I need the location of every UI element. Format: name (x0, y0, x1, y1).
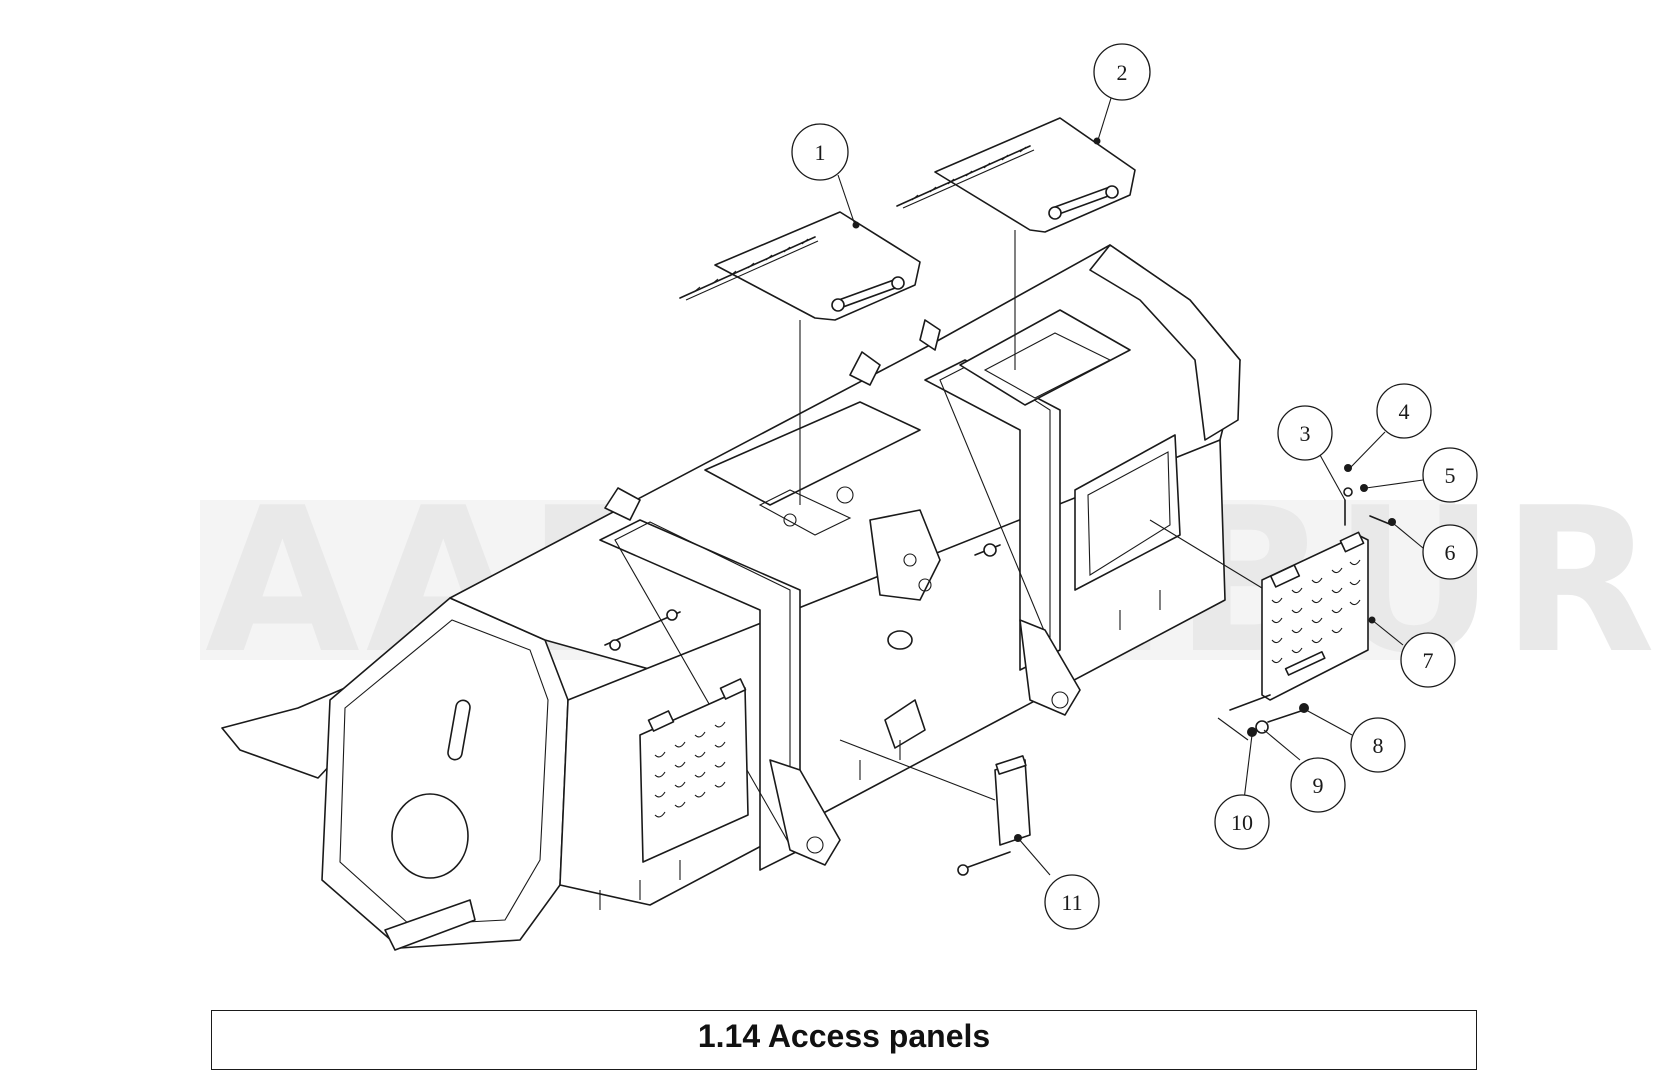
callout-1-balloon (791, 123, 849, 181)
callout-2-label: 2 (1117, 60, 1128, 85)
callout-5-label: 5 (1445, 463, 1456, 488)
access-panel-2 (896, 117, 1136, 370)
callout-6-label: 6 (1445, 540, 1456, 565)
exploded-view-diagram: AARDENBURG (200, 43, 1654, 951)
callout-4-label: 4 (1399, 399, 1410, 424)
callout-11-balloon (1044, 874, 1100, 930)
callout-4-balloon (1376, 383, 1432, 439)
callouts: 1 2 3 4 5 6 7 8 9 1 (791, 43, 1478, 930)
access-panel-1 (679, 211, 921, 505)
frame-body (221, 244, 1241, 951)
callout-3-balloon (1277, 405, 1333, 461)
callout-9-balloon (1290, 757, 1346, 813)
callout-7-label: 7 (1423, 648, 1434, 673)
callout-10-balloon (1214, 794, 1270, 850)
callout-9-label: 9 (1313, 773, 1324, 798)
callout-5-balloon (1422, 447, 1478, 503)
figure-title: 1.14 Access panels (697, 1018, 991, 1054)
figure-title-box: 1.14 Access panels (211, 1010, 1477, 1070)
callout-8-balloon (1350, 717, 1406, 773)
callout-6-balloon (1422, 524, 1478, 580)
callout-7-balloon (1400, 632, 1456, 688)
callout-3-label: 3 (1300, 421, 1311, 446)
access-panel-7 (1149, 464, 1396, 741)
callout-2-balloon (1093, 43, 1151, 101)
callout-11-label: 11 (1061, 890, 1082, 915)
callout-1-leader (837, 174, 856, 226)
callout-1-label: 1 (815, 140, 826, 165)
callout-10-label: 10 (1231, 810, 1253, 835)
callout-8-label: 8 (1373, 733, 1384, 758)
callout-2-leader (1097, 94, 1113, 141)
